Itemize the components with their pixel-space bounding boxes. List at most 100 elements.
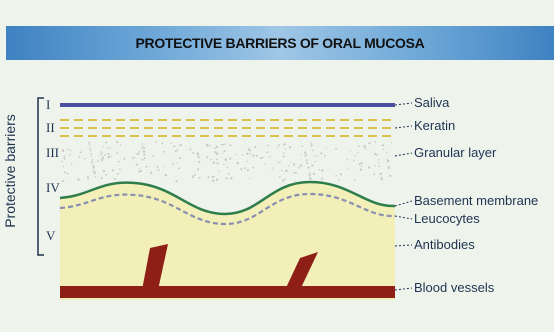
granule-dot [228, 173, 230, 175]
level-iv: IV [46, 180, 60, 196]
granule-dot [325, 147, 326, 148]
granule-dot [381, 177, 382, 178]
granule-dot [158, 169, 160, 171]
granule-dot [101, 159, 103, 161]
granule-dot [289, 146, 291, 148]
granule-dot [77, 178, 79, 180]
granule-dot [230, 177, 232, 179]
granule-dot [285, 178, 286, 179]
granule-dot [311, 145, 313, 147]
granule-dot [100, 151, 102, 153]
granule-dot [99, 154, 100, 155]
level-iii: III [46, 145, 59, 161]
granule-dot [248, 148, 250, 150]
granule-dot [144, 147, 146, 149]
granule-dot [63, 155, 65, 157]
granule-dot [308, 167, 310, 169]
granule-dot [362, 162, 364, 164]
granule-dot [223, 150, 225, 152]
granule-dot [348, 168, 349, 169]
granule-dot [338, 179, 340, 181]
granule-dot [358, 145, 360, 147]
granule-dot [157, 166, 159, 168]
protective-barriers-axis-label: Protective barriers [2, 96, 18, 246]
granule-dot [363, 146, 365, 148]
granule-dot [135, 157, 136, 158]
granule-dot [101, 154, 103, 156]
granule-dot [321, 178, 323, 180]
granule-dot [237, 162, 239, 164]
granule-dot [294, 181, 295, 182]
granule-dot [138, 171, 140, 173]
granule-dot [62, 150, 64, 152]
granule-dot [267, 151, 269, 153]
granule-dot [69, 154, 71, 156]
granule-dot [107, 153, 109, 155]
granule-dot [143, 153, 145, 155]
granule-dot [375, 141, 377, 143]
granule-dot [223, 164, 224, 165]
granule-dot [361, 165, 363, 167]
granule-dot [197, 168, 199, 170]
granule-dot [198, 156, 200, 158]
granule-dot [235, 154, 236, 155]
granule-dot [249, 178, 250, 179]
granule-dot [137, 153, 139, 155]
leader-basement [395, 201, 412, 206]
granule-dot [380, 173, 382, 175]
granule-dot [283, 143, 285, 145]
granule-dot [244, 167, 246, 169]
granule-dot [214, 147, 216, 149]
granule-dot [210, 159, 212, 161]
granule-dot [107, 148, 108, 149]
granule-dot [87, 176, 89, 178]
granule-dot [309, 172, 311, 174]
granule-dot [144, 157, 146, 159]
granule-dot [264, 163, 265, 164]
granule-dot [216, 159, 218, 161]
granule-dot [304, 152, 306, 154]
granule-dot [306, 159, 308, 161]
label-blood-vessels: Blood vessels [414, 280, 494, 295]
granule-dot [123, 158, 125, 160]
granule-dot [97, 160, 99, 162]
granule-dot [105, 141, 107, 143]
granule-dot [374, 165, 375, 166]
granule-dot [285, 170, 287, 172]
granule-dot [309, 177, 311, 179]
granule-dot [78, 156, 80, 158]
granule-dot [207, 176, 209, 178]
granule-dot [383, 148, 384, 149]
granule-dot [141, 148, 142, 149]
granule-dot [278, 144, 280, 146]
granule-dot [103, 170, 105, 172]
level-ii: II [46, 120, 55, 136]
granule-dot [222, 153, 223, 154]
granule-dot [279, 161, 280, 162]
granule-dot [246, 153, 248, 155]
granule-dot [313, 155, 315, 157]
granule-dot [91, 159, 93, 161]
granule-dot [346, 159, 347, 160]
granule-dot [379, 166, 381, 168]
granule-dot [358, 163, 360, 165]
granule-dot [314, 161, 315, 162]
granule-dot [249, 153, 250, 154]
leader-granular [395, 153, 412, 156]
granule-dot [252, 167, 254, 169]
granule-dot [80, 151, 82, 153]
barriers-bracket [38, 98, 44, 255]
granule-dot [256, 155, 258, 157]
granule-dot [301, 154, 302, 155]
granule-dot [90, 150, 91, 151]
granule-dot [192, 176, 194, 178]
granule-dot [177, 149, 179, 151]
granule-dot [388, 168, 389, 169]
granule-dot [271, 167, 272, 168]
granule-dot [283, 155, 285, 157]
granule-dot [360, 168, 362, 170]
granule-dot [132, 157, 134, 159]
granule-dot [324, 155, 326, 157]
granule-dot [278, 162, 279, 163]
